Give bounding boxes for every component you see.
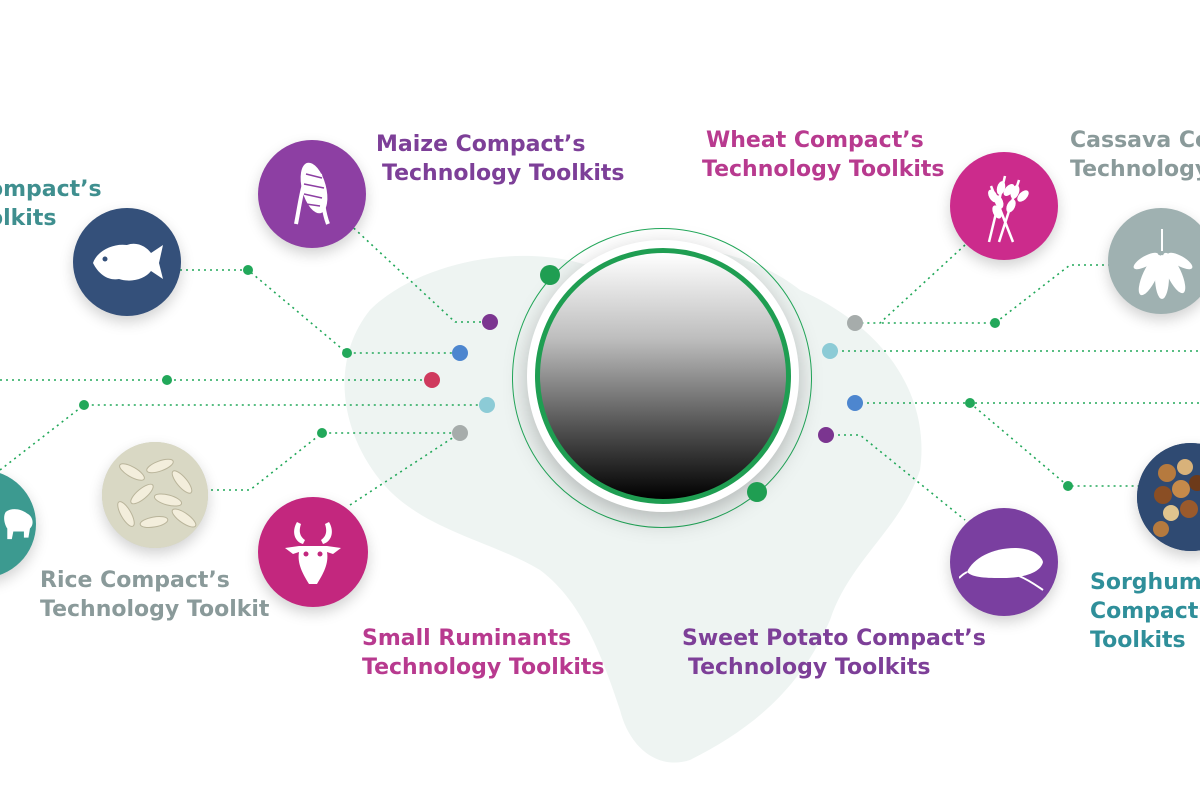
endpoint-dot-rice [452, 425, 468, 441]
label-line: Small Ruminants [362, 626, 572, 651]
label-line: Technology Toolkits [702, 157, 945, 182]
maize-icon [294, 162, 330, 225]
hub-outer-ring [512, 228, 812, 528]
goat-icon [285, 522, 341, 584]
label-line: Technology [1070, 157, 1200, 182]
cassava-toolkit-label: Cassava Co Technology [1070, 126, 1200, 184]
connector-wheat [855, 244, 966, 324]
cassava-leaf-icon [1133, 229, 1193, 299]
label-line: Technology Toolkits [382, 161, 625, 186]
ruminants-node [258, 497, 368, 607]
ruminants-toolkit-label: Small Ruminants Technology Toolkits [362, 624, 605, 682]
connector-fish [180, 269, 460, 354]
fish-node [73, 208, 181, 316]
wheat-toolkit-label: Wheat Compact’s Technology Toolkits [702, 126, 945, 184]
hub-gradient-disc [535, 248, 791, 504]
endpoint-dot-wheat [847, 315, 863, 331]
label-line: Sweet Potato Compact’s [682, 626, 986, 651]
connector-livestock [0, 404, 487, 471]
endpoint-dot-right-top [822, 343, 838, 359]
fish-icon [93, 243, 163, 281]
junction-dot [79, 400, 89, 410]
junction-dot [965, 398, 975, 408]
connector-cassava [880, 264, 1110, 324]
endpoint-dot-sweet-potato [818, 427, 834, 443]
junction-dot [317, 428, 327, 438]
rice-toolkit-label: Rice Compact’s Technology Toolkit [40, 566, 269, 624]
label-line: Sorghum- [1090, 570, 1200, 595]
sorghum-toolkit-label: Sorghum- Compact’ Toolkits [1090, 568, 1200, 655]
label-line: Technology Toolkit [40, 597, 270, 622]
endpoint-dot-livestock [479, 397, 495, 413]
endpoint-dot-right-mid [847, 395, 863, 411]
label-line: Cassava Co [1070, 128, 1200, 153]
maize-node [258, 140, 366, 248]
endpoint-dot-maize [482, 314, 498, 330]
wheat-icon [987, 175, 1029, 243]
endpoint-dot-left-mid [424, 372, 440, 388]
connector-sorghum [969, 402, 1140, 487]
sweet-potato-icon [959, 548, 1044, 591]
connector-ruminants [349, 432, 461, 506]
junction-dot [162, 375, 172, 385]
connector-maize [344, 219, 490, 323]
endpoint-dot-fish [452, 345, 468, 361]
label-line: Maize Compact’s [376, 132, 586, 157]
rice-node [102, 442, 208, 548]
cassava-node [1108, 208, 1200, 314]
sweet-potato-toolkit-label: Sweet Potato Compact’s Technology Toolki… [682, 624, 986, 682]
central-hub [527, 240, 799, 512]
fish-toolkit-label: ompact’s olkits [0, 175, 102, 233]
label-line: Wheat Compact’s [706, 128, 924, 153]
label-line: Toolkits [1090, 628, 1186, 653]
label-line: Technology Toolkits [362, 655, 605, 680]
rice-grains-icon [102, 442, 208, 548]
connector-rice [205, 432, 460, 491]
junction-dot [990, 318, 1000, 328]
junction-dot [1063, 481, 1073, 491]
label-line: Rice Compact’s [40, 568, 230, 593]
label-line: olkits [0, 206, 57, 231]
sweet-potato-node [950, 508, 1058, 616]
wheat-node [950, 152, 1058, 260]
label-line: ompact’s [0, 177, 102, 202]
junction-dot [243, 265, 253, 275]
junction-dot [342, 348, 352, 358]
label-line: Compact’ [1090, 599, 1200, 624]
label-line: Technology Toolkits [688, 655, 931, 680]
connector-sweet-potato [826, 434, 966, 521]
maize-toolkit-label: Maize Compact’s Technology Toolkits [376, 130, 625, 188]
cow-icon [4, 509, 33, 540]
